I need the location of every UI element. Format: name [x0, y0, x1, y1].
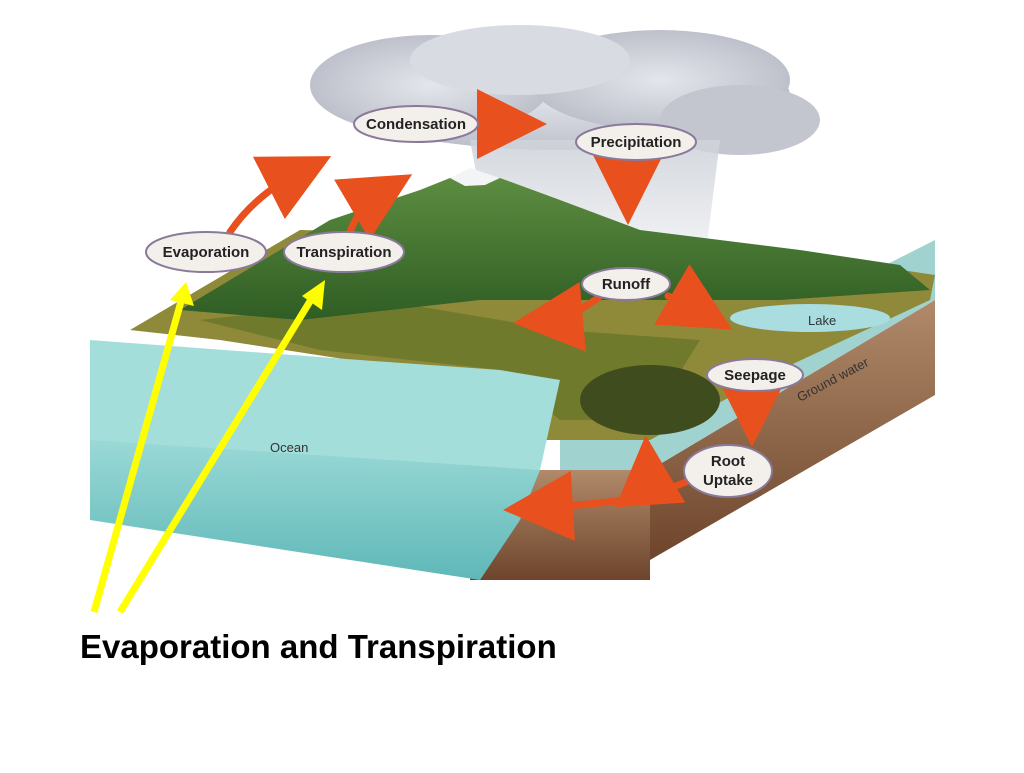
- svg-text:Root: Root: [711, 453, 745, 470]
- svg-text:Runoff: Runoff: [602, 276, 651, 293]
- mountain-snow-cap: [450, 168, 500, 186]
- arrow-transpiration-up: [334, 174, 413, 240]
- label-transpiration: Transpiration: [283, 231, 405, 273]
- label-condensation: Condensation: [353, 105, 479, 143]
- label-runoff: Runoff: [581, 267, 671, 301]
- arrow-root-uptake: [615, 435, 694, 508]
- svg-text:Transpiration: Transpiration: [296, 244, 391, 261]
- label-precipitation: Precipitation: [575, 123, 697, 161]
- svg-text:Condensation: Condensation: [366, 116, 466, 133]
- lowland-vegetation: [200, 300, 700, 420]
- label-root-uptake: Root Uptake: [683, 444, 773, 498]
- svg-text:Evaporation: Evaporation: [163, 244, 250, 261]
- arrow-runoff-left: [513, 281, 602, 352]
- forest-patch: [580, 365, 720, 435]
- pointer-arrow-transpiration-head: [302, 280, 325, 310]
- lake: [730, 304, 890, 332]
- ocean-surface: [90, 340, 560, 470]
- pointer-arrows: [90, 280, 325, 614]
- label-evaporation: Evaporation: [145, 231, 267, 273]
- svg-text:Seepage: Seepage: [724, 367, 786, 384]
- arrow-runoff-right: [654, 264, 733, 330]
- flow-arrows: [226, 89, 787, 541]
- arrow-evaporation-up: [226, 156, 332, 236]
- svg-text:Uptake: Uptake: [703, 472, 753, 489]
- label-ocean: Ocean: [270, 440, 308, 455]
- label-seepage: Seepage: [706, 358, 804, 392]
- arrow-to-ocean: [503, 471, 644, 541]
- svg-text:Precipitation: Precipitation: [591, 134, 682, 151]
- label-lake: Lake: [808, 313, 836, 328]
- arrow-precipitation-down: [592, 154, 663, 225]
- pointer-arrow-evaporation-head: [170, 282, 194, 306]
- slide-caption: Evaporation and Transpiration: [80, 628, 557, 665]
